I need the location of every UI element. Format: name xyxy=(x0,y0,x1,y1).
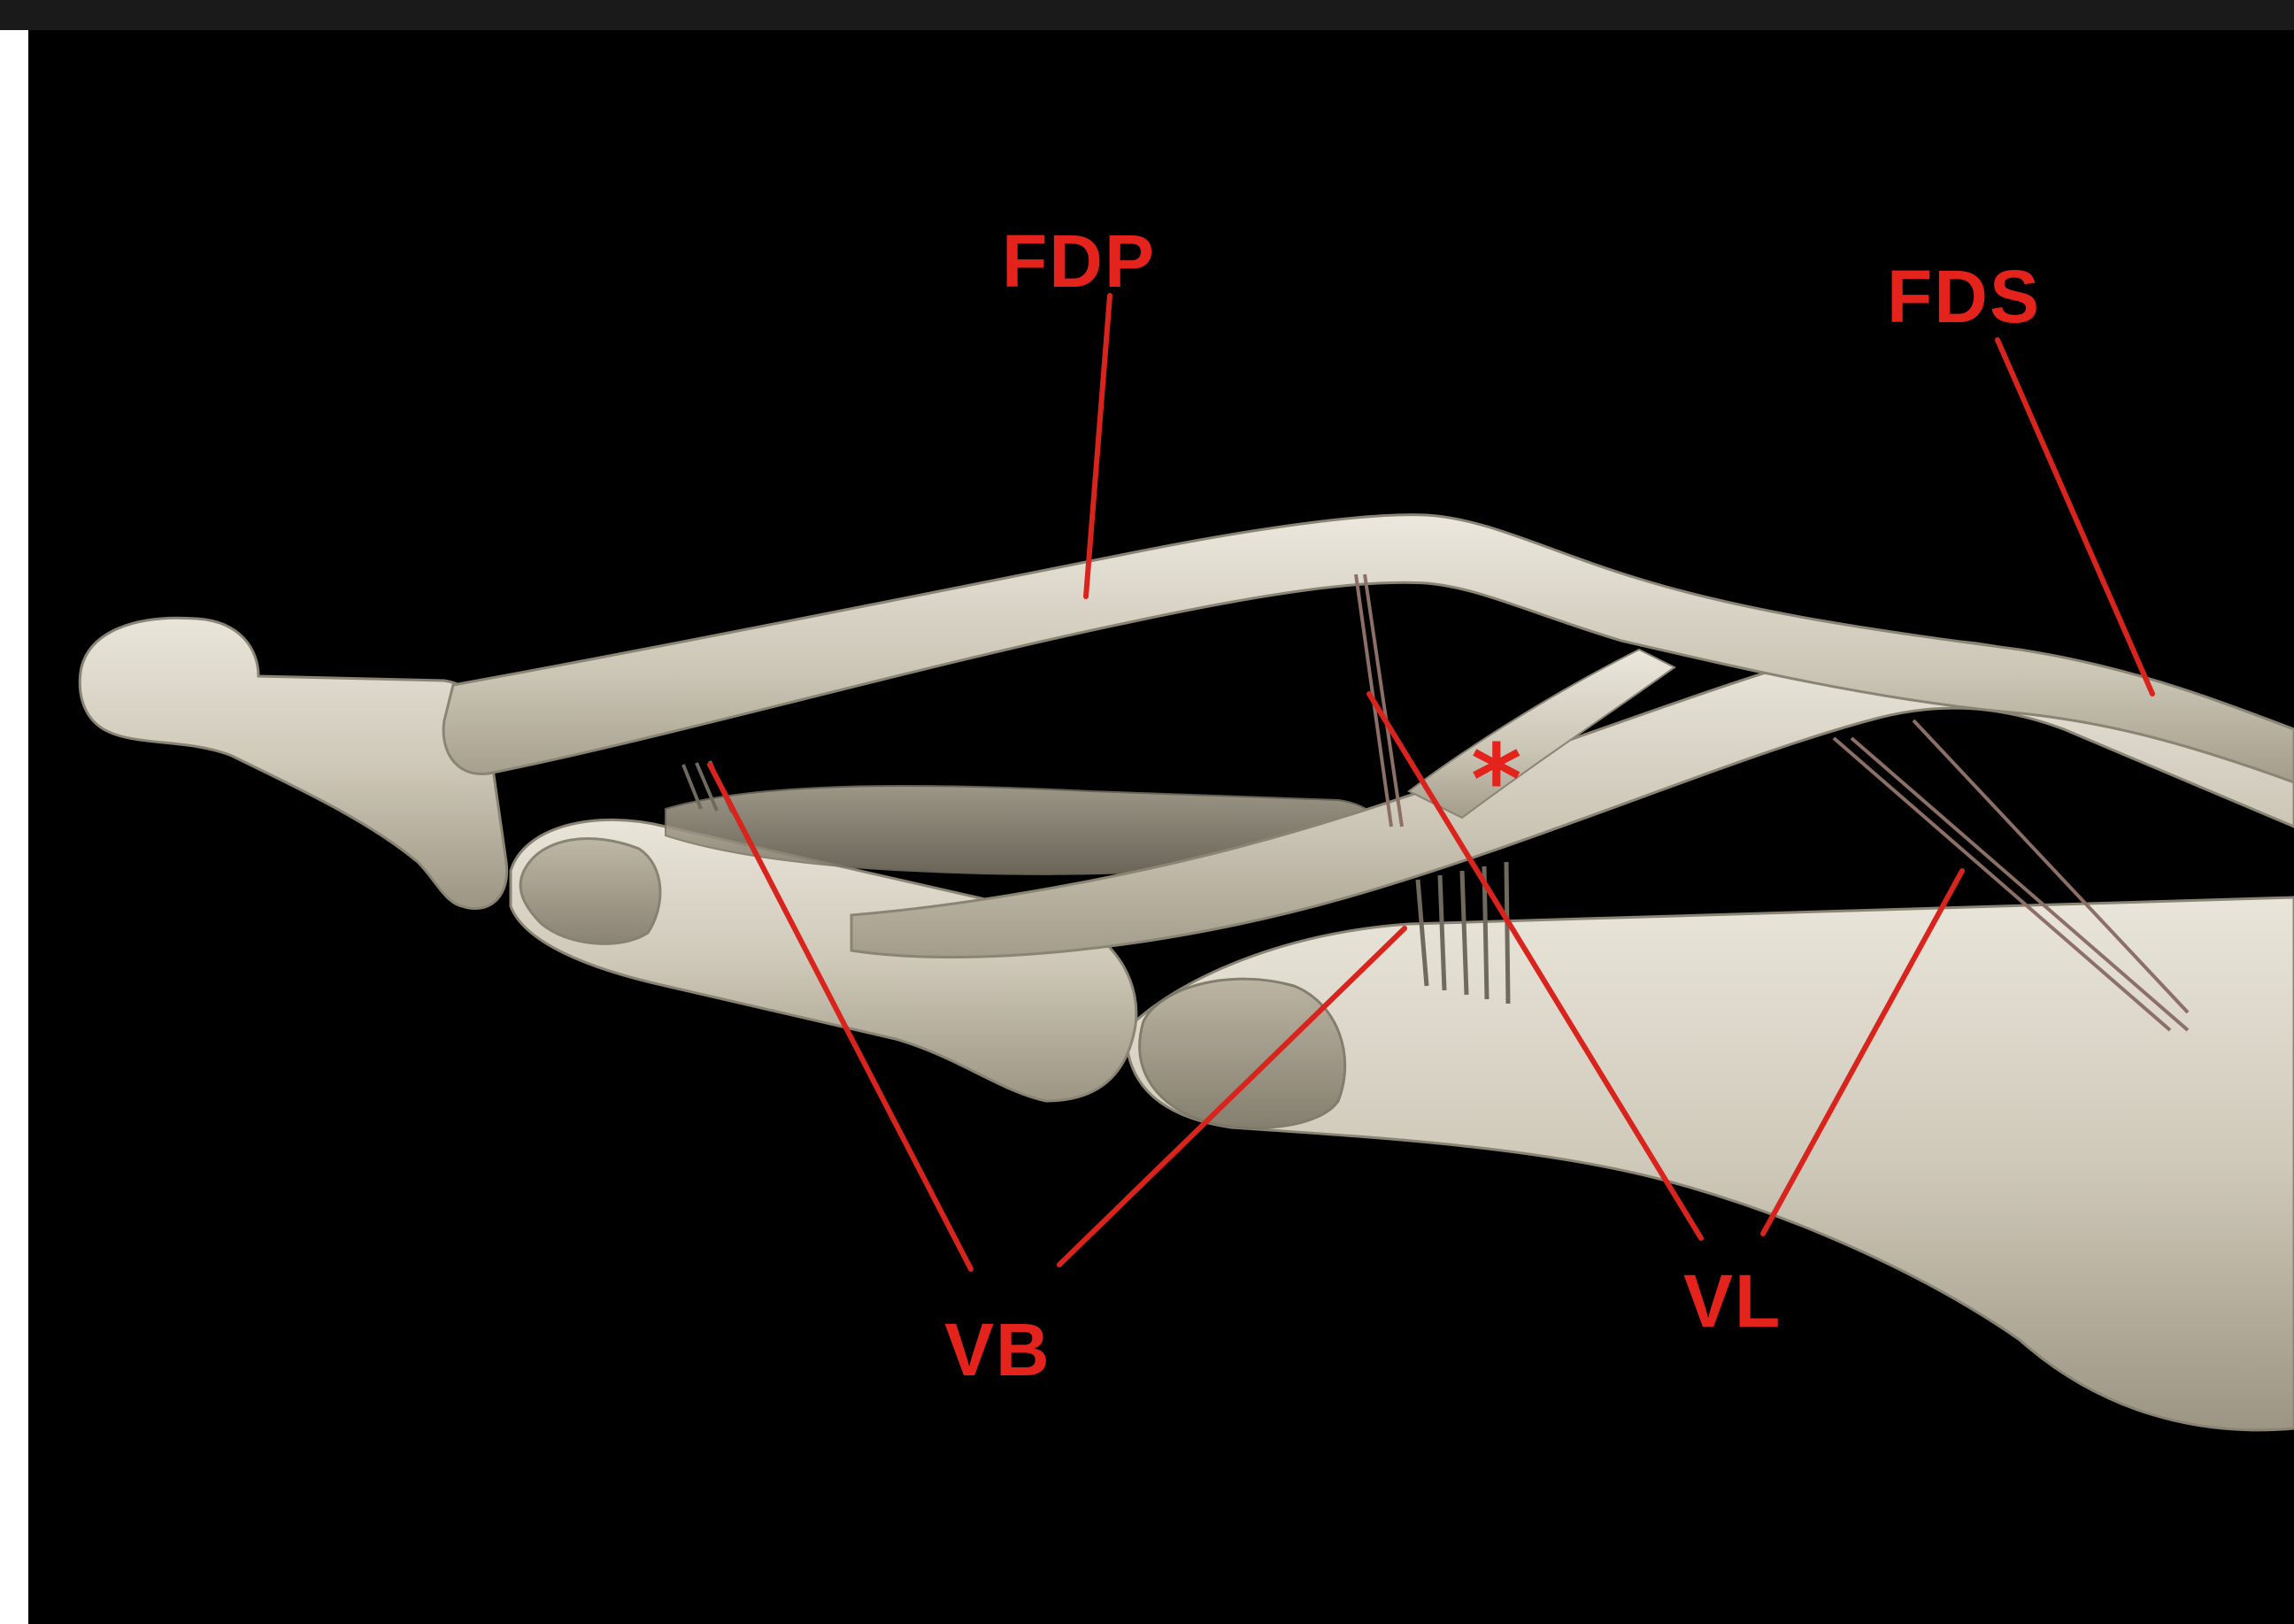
label-vl: VL xyxy=(1683,1259,1782,1343)
left-margin xyxy=(0,30,28,1624)
label-fds: FDS xyxy=(1887,255,2041,338)
label-vb: VB xyxy=(944,1308,1051,1391)
fdp-tendon xyxy=(443,515,2294,782)
distal-phalanx xyxy=(80,618,506,908)
fdp-leader xyxy=(1086,296,1110,596)
asterisk-marker: * xyxy=(1471,723,1522,836)
proximal-phalanx-head xyxy=(1140,979,1345,1128)
label-fdp: FDP xyxy=(1002,219,1156,303)
finger-anatomy-illustration: * FDP FDS VB VL xyxy=(28,30,2294,1624)
anatomy-figure-panel: * FDP FDS VB VL xyxy=(28,30,2294,1624)
proximal-phalanx xyxy=(1126,897,2294,1430)
fds-leader xyxy=(1998,340,2152,694)
top-bar xyxy=(0,0,2294,30)
